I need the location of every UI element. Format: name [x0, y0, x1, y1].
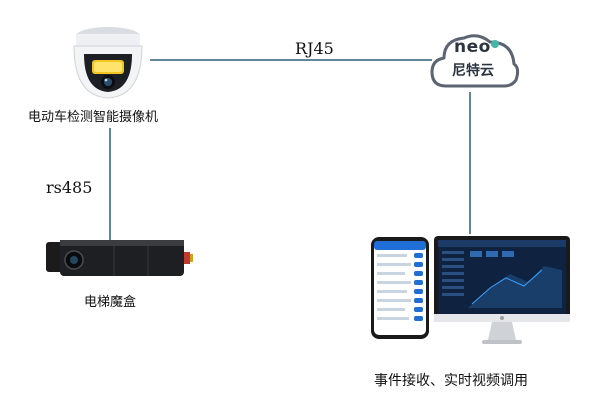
monitor-device — [432, 234, 572, 350]
camera-label: 电动车检测智能摄像机 — [28, 110, 159, 125]
cloud-icon — [430, 34, 520, 88]
elevator-box-icon — [46, 240, 193, 276]
dome-camera-icon — [73, 27, 143, 99]
neo-cloud-logo: neo 尼特云 — [428, 28, 520, 92]
rs485-label: rs485 — [46, 178, 93, 197]
clients-label: 事件接收、实时视频调用 — [374, 373, 528, 389]
phone-icon — [371, 237, 429, 339]
rj45-label: RJ45 — [295, 39, 334, 58]
cloud-brand-cn: 尼特云 — [452, 63, 494, 79]
elevator-box-device — [44, 236, 194, 280]
cloud-brand-latin: neo — [454, 37, 491, 57]
camera-device — [58, 20, 158, 102]
brand-accent-dot — [491, 40, 499, 48]
phone-device — [370, 236, 430, 340]
elevator-box-label: 电梯魔盒 — [84, 295, 137, 310]
monitor-icon — [434, 236, 570, 344]
